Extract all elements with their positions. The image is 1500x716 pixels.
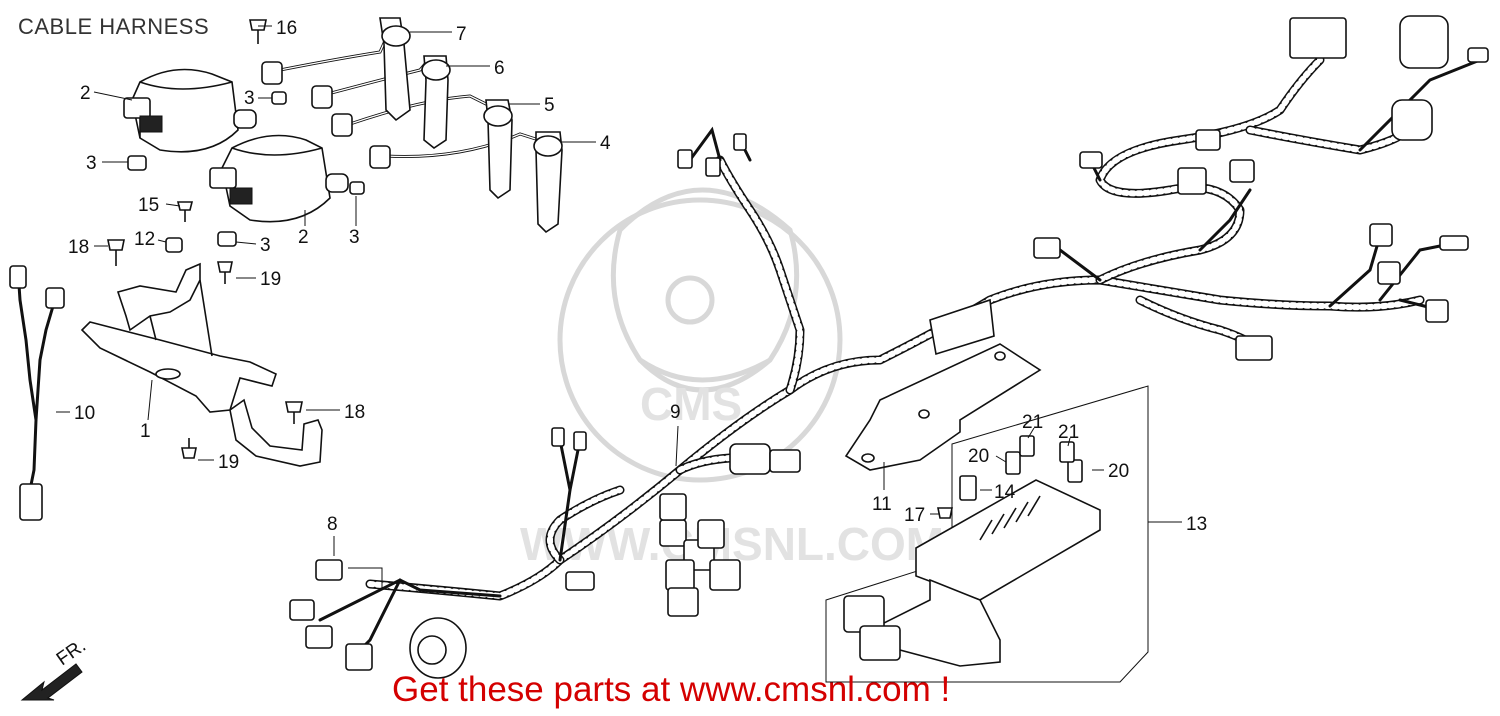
callout-7: 7 [456,24,467,45]
callout-17: 17 [904,505,925,526]
callout-9: 9 [670,402,681,423]
callout-15: 15 [138,195,159,216]
mounting-plate-11 [844,343,1042,471]
callout-5: 5 [544,95,555,116]
callout-3c: 3 [349,227,360,248]
callout-20a: 20 [968,446,989,467]
callout-3d: 3 [260,235,271,256]
promo-link[interactable]: Get these parts at www.cmsnl.com ! [392,670,951,709]
callout-1: 1 [140,421,151,442]
front-arrow: FR. [20,635,90,701]
diagram-title: CABLE HARNESS [18,14,210,39]
callout-3b: 3 [244,88,255,109]
callout-2a: 2 [80,83,91,104]
front-label: FR. [53,635,90,670]
callout-6: 6 [494,58,505,79]
callout-8: 8 [327,514,338,535]
small-hardware [107,19,953,519]
callout-21b: 21 [1058,422,1079,443]
callout-2b: 2 [298,227,309,248]
coil-bracket [80,262,323,467]
callout-13: 13 [1186,514,1207,535]
callout-19b: 19 [218,452,239,473]
watermark-logo: CMS WWW.CMSNL.COM [520,187,944,570]
callout-16: 16 [276,18,297,39]
callout-19a: 19 [260,269,281,290]
fuse-slots [979,495,1041,541]
callout-20b: 20 [1108,461,1129,482]
watermark-cms: CMS [640,378,742,430]
ignition-coil-lower [209,134,349,223]
callout-18a: 18 [68,237,89,258]
callout-12: 12 [134,229,155,250]
spark-plug-leads [261,17,563,234]
callouts: 2 3 3 7 6 5 4 2 3 3 15 12 18 19 10 1 18 … [56,18,1207,590]
callout-10: 10 [74,403,95,424]
callout-14: 14 [994,482,1016,503]
callout-4: 4 [600,133,611,154]
ignition-coil-upper [123,68,257,153]
callout-11: 11 [872,494,892,515]
cable-10 [9,265,65,521]
callout-21a: 21 [1022,412,1043,433]
callout-3a: 3 [86,153,97,174]
main-harness [289,15,1489,679]
callout-18b: 18 [344,402,365,423]
fuse-box-assembly [825,385,1149,683]
